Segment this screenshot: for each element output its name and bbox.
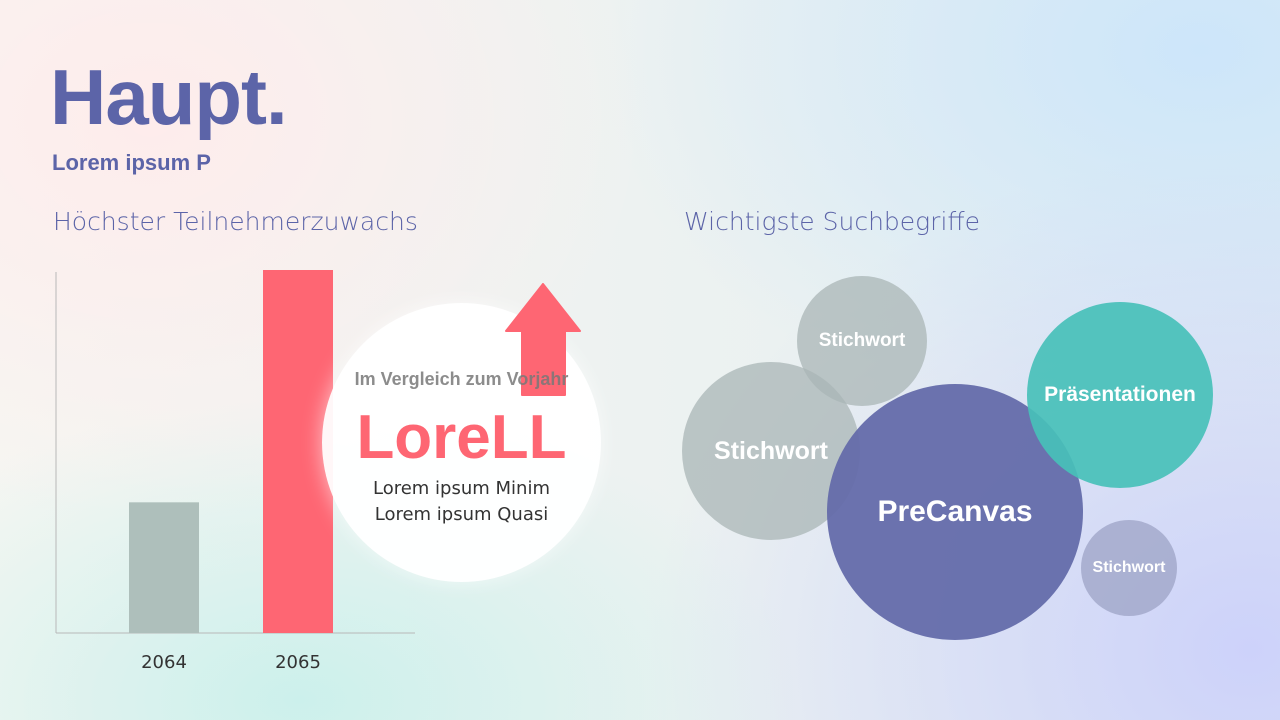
x-tick-label: 2064 [141,652,187,673]
bar-2064 [129,502,199,633]
bubble-label: Präsentationen [1044,383,1196,406]
x-tick-label: 2065 [275,652,321,673]
bubble-label: Stichwort [818,330,906,351]
callout-caption: Im Vergleich zum Vorjahr [354,369,569,389]
bubble-label: PreCanvas [877,495,1033,528]
page-subtitle: Lorem ipsum P [52,150,211,175]
arrow-up-icon [505,283,581,396]
bar-chart-heading: Höchster Teilnehmerzuwachs [53,207,418,236]
bubble-praesentationen: Präsentationen [1027,302,1213,488]
callout-line-1: Lorem ipsum Minim [372,478,550,499]
bubble-label: Stichwort [714,436,828,465]
callout-line-2: Lorem ipsum Quasi [374,504,549,525]
page-title: Haupt. [50,53,288,141]
bubble-heading: Wichtigste Suchbegriffe [684,207,980,236]
bubble-label: Stichwort [1092,559,1166,576]
callout-value: LoreLL [356,403,567,472]
bubble-keyword-3: Stichwort [1081,520,1177,616]
bar-2065 [263,270,333,633]
